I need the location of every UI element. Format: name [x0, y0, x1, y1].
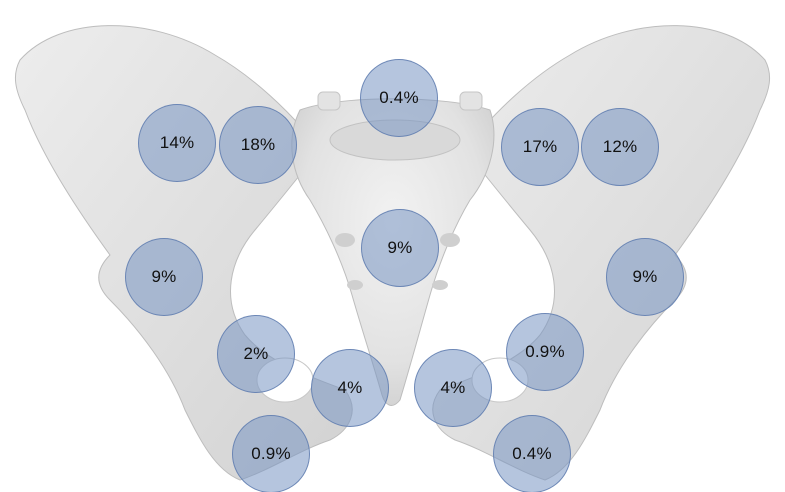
marker-label: 12%	[603, 137, 638, 157]
marker-label: 0.4%	[379, 88, 419, 108]
marker-sacral-promontory: 0.4%	[360, 59, 438, 137]
marker-label: 18%	[241, 135, 276, 155]
marker-sacrum-center: 9%	[361, 209, 439, 287]
marker-left-superior-ramus: 2%	[217, 315, 295, 393]
marker-label: 14%	[160, 133, 195, 153]
marker-left-acetabulum: 9%	[125, 238, 203, 316]
marker-right-sacroiliac: 17%	[501, 108, 579, 186]
left-sacral-process	[318, 92, 340, 110]
marker-left-sacroiliac: 18%	[219, 106, 297, 184]
marker-right-ischium: 0.4%	[493, 415, 571, 492]
marker-label: 0.9%	[251, 444, 291, 464]
marker-label: 4%	[338, 378, 363, 398]
right-sacral-process	[460, 92, 482, 110]
marker-label: 9%	[633, 267, 658, 287]
marker-right-iliac-wing: 12%	[581, 108, 659, 186]
marker-label: 0.9%	[525, 342, 565, 362]
sacral-foramen	[347, 280, 363, 290]
marker-label: 17%	[523, 137, 558, 157]
marker-label: 2%	[244, 344, 269, 364]
marker-label: 9%	[152, 267, 177, 287]
marker-label: 0.4%	[512, 444, 552, 464]
marker-label: 4%	[441, 378, 466, 398]
marker-left-pubis: 4%	[311, 349, 389, 427]
sacral-foramen	[335, 233, 355, 247]
marker-left-ischium: 0.9%	[232, 415, 310, 492]
marker-right-pubis: 4%	[414, 349, 492, 427]
marker-right-superior-ramus: 0.9%	[506, 313, 584, 391]
sacral-foramen	[440, 233, 460, 247]
marker-label: 9%	[388, 238, 413, 258]
marker-right-acetabulum: 9%	[606, 238, 684, 316]
sacral-foramen	[432, 280, 448, 290]
marker-left-iliac-wing: 14%	[138, 104, 216, 182]
